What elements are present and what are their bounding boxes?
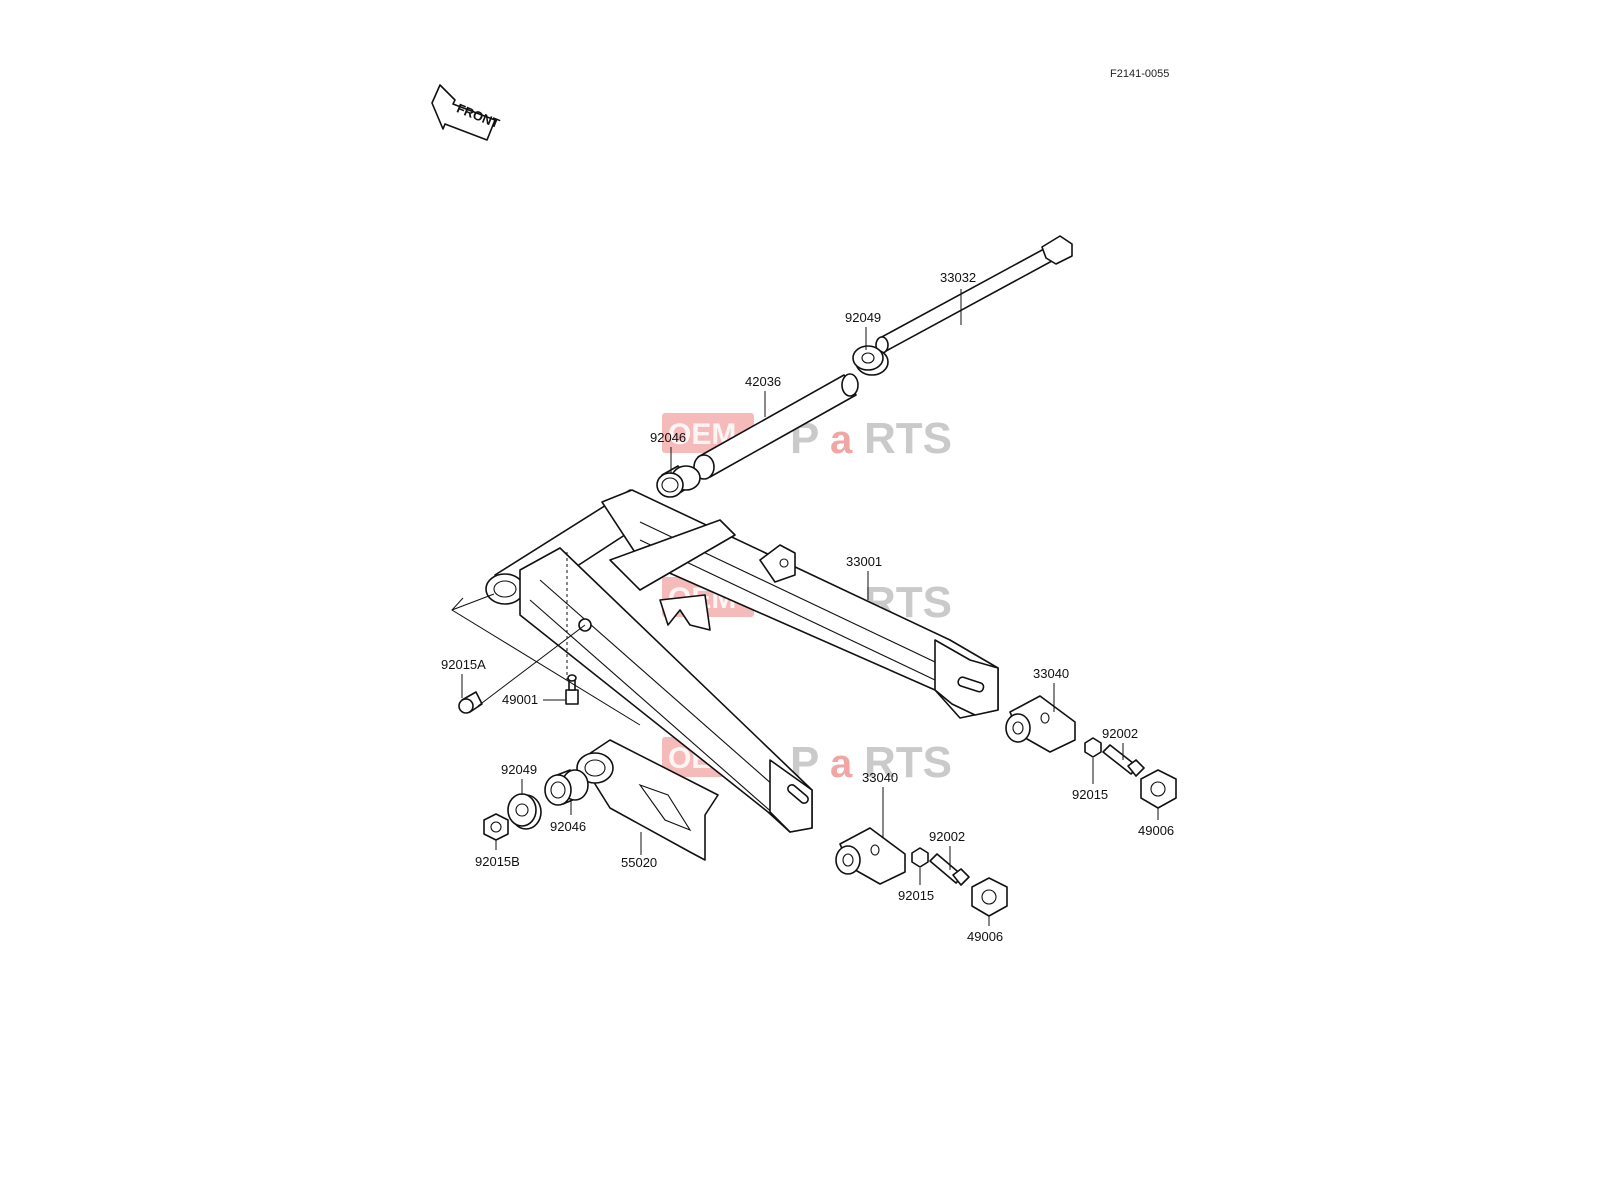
watermark: OEM P a RTS — [662, 413, 952, 463]
label-49001: 49001 — [502, 692, 538, 707]
label-92002-right: 92002 — [1102, 726, 1138, 741]
chain-adjuster-33040-left — [835, 827, 906, 885]
label-92046-top: 92046 — [650, 430, 686, 445]
label-49006-right: 49006 — [1138, 823, 1174, 838]
label-33040-left: 33040 — [862, 770, 898, 785]
swingarm-33001 — [485, 489, 999, 833]
chain-guard-55020 — [576, 739, 719, 861]
label-92015B: 92015B — [475, 854, 520, 869]
label-33001: 33001 — [846, 554, 882, 569]
label-92015-right: 92015 — [1072, 787, 1108, 802]
nut-49006-right — [1140, 769, 1177, 809]
svg-text:RTS: RTS — [864, 738, 952, 787]
pivot-shaft-33032 — [875, 235, 1073, 354]
nut-49006-left — [971, 877, 1008, 917]
svg-text:a: a — [830, 742, 853, 786]
leader-lines — [461, 289, 1159, 926]
bearing-92046-top — [656, 465, 701, 498]
bolt-92002-left — [929, 853, 970, 886]
label-49006-left: 49006 — [967, 929, 1003, 944]
svg-text:RTS: RTS — [864, 414, 952, 463]
label-92015-left: 92015 — [898, 888, 934, 903]
fitting-92015A — [458, 691, 483, 714]
label-92002-left: 92002 — [929, 829, 965, 844]
label-92015A: 92015A — [441, 657, 486, 672]
diagram-code: F2141-0055 — [1110, 68, 1169, 80]
grease-nipple-49001 — [565, 674, 579, 705]
bearing-92046-bottom — [544, 769, 589, 806]
front-arrow-icon: FRONT — [431, 84, 502, 141]
collar-92049-top — [852, 345, 889, 376]
nut-92015B — [483, 813, 509, 841]
label-92046-bottom: 92046 — [550, 819, 586, 834]
label-92049-bottom: 92049 — [501, 762, 537, 777]
bolt-92002-right — [1102, 744, 1145, 777]
collar-92049-bottom — [507, 793, 542, 830]
label-42036: 42036 — [745, 374, 781, 389]
label-33040-right: 33040 — [1033, 666, 1069, 681]
label-55020: 55020 — [621, 855, 657, 870]
nut-92015-right — [1084, 737, 1102, 758]
part-labels: 33032 92049 42036 92046 33001 92015A 490… — [441, 270, 1174, 944]
label-33032: 33032 — [940, 270, 976, 285]
label-92049-top: 92049 — [845, 310, 881, 325]
svg-text:a: a — [830, 418, 853, 462]
chain-adjuster-33040-right — [1005, 695, 1076, 753]
nut-92015-left — [911, 847, 929, 868]
